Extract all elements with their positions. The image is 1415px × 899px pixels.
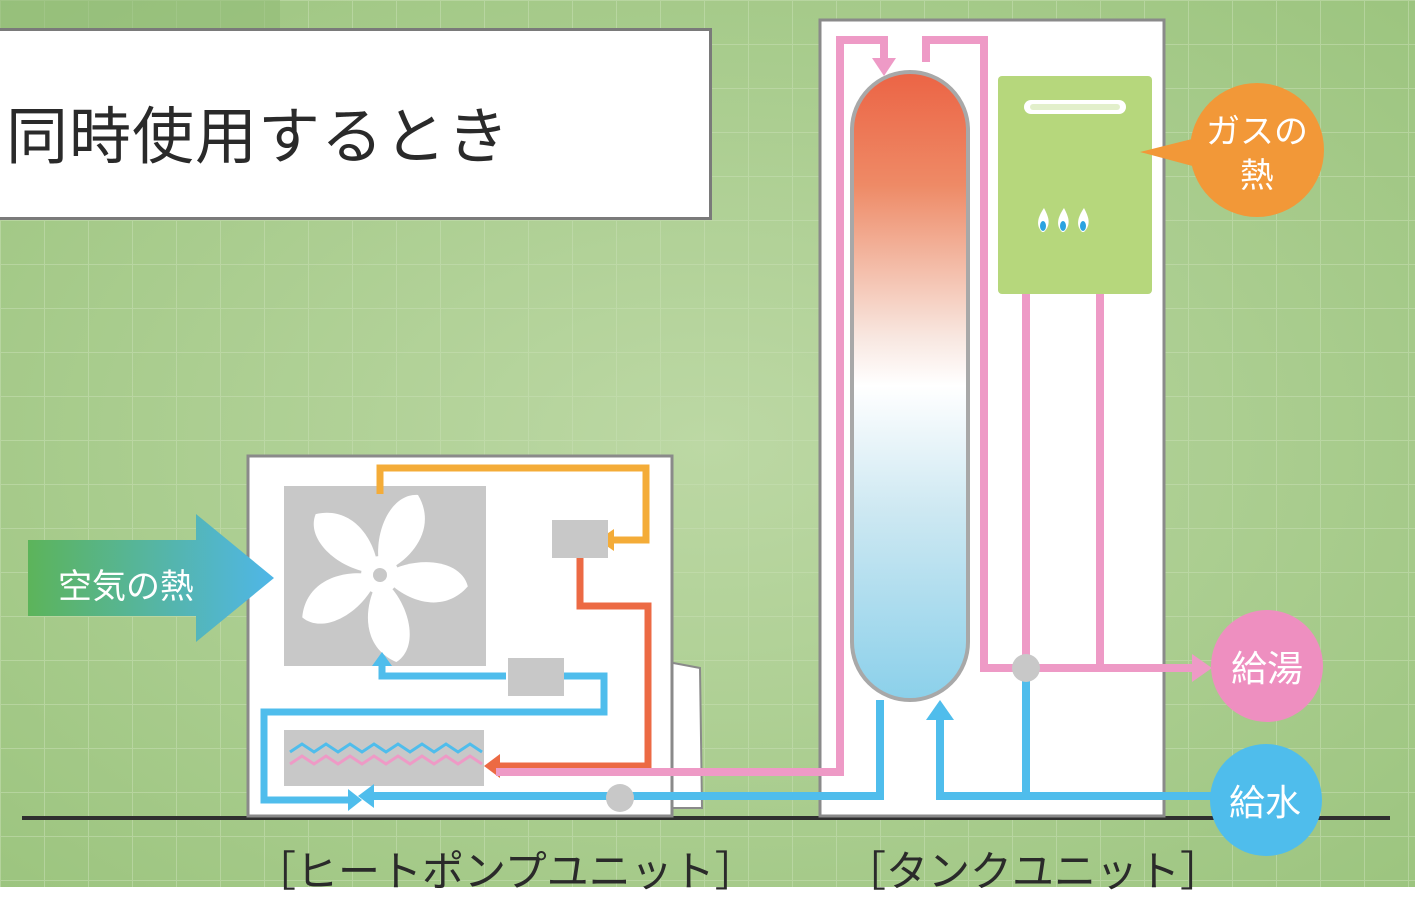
hot-water-supply-label: 給湯 — [1230, 649, 1303, 690]
title-box — [0, 28, 712, 220]
air-heat-arrow — [28, 514, 274, 642]
gas-heat-label-line2: 熱 — [1240, 156, 1274, 196]
junction-dot — [1012, 654, 1040, 682]
tank-unit-caption: ［タンクユニット］ — [844, 847, 1223, 896]
water-supply-bubble — [1210, 744, 1322, 856]
cold-water-pipes — [370, 670, 1212, 800]
gas-heater-unit — [998, 76, 1152, 294]
tank-inlet-arrow — [926, 700, 954, 720]
hp-inlet-arrow — [358, 784, 374, 808]
gas-heat-label-line1: ガスの — [1206, 112, 1308, 152]
page-title: 同時使用するとき — [6, 100, 511, 173]
compressor-icon — [552, 520, 608, 558]
fan-icon — [284, 486, 486, 666]
hot-water-supply-bubble — [1211, 610, 1323, 722]
expansion-valve — [508, 658, 564, 696]
heat-pump-unit-caption: ［ヒートポンプユニット］ — [254, 847, 757, 896]
hot-water-tank — [850, 70, 970, 702]
heat-exchanger-icon — [284, 730, 484, 786]
air-heat-label: 空気の熱 — [58, 567, 194, 607]
hot-outlet-arrow — [1192, 654, 1212, 682]
gas-heat-bubble — [1140, 83, 1324, 217]
water-supply-label: 給水 — [1228, 783, 1301, 824]
burner-flame-icon — [1038, 208, 1089, 232]
gas-heat-label: ガスの 熱 — [1195, 110, 1319, 198]
hot-inlet-arrow — [872, 58, 896, 76]
junction-dot — [606, 784, 634, 812]
